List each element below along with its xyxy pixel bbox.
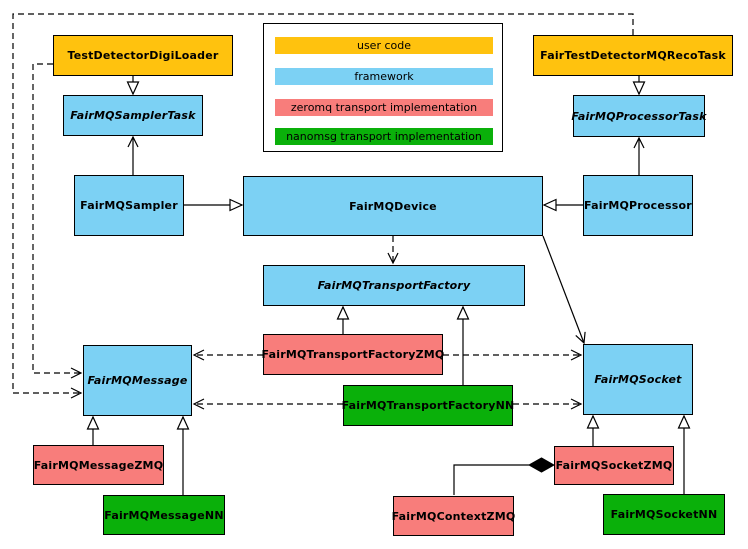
class-fairmqprocessortask: FairMQProcessorTask	[571, 95, 706, 137]
legend-item-nanomsg: nanomsg transport implementation	[275, 128, 493, 145]
class-fairmqprocessor: FairMQProcessor	[583, 175, 693, 236]
edge-comp-socketzmq-contextzmq	[453, 457, 556, 495]
class-fairmqdevice: FairMQDevice	[243, 176, 543, 236]
class-fairmqcontextzmq: FairMQContextZMQ	[392, 496, 515, 536]
composition-diamond	[527, 457, 556, 473]
edge-assoc-device-socket	[542, 235, 586, 345]
class-testdetectordigiloader: TestDetectorDigiLoader	[53, 35, 233, 76]
class-fairmqmessage: FairMQMessage	[83, 345, 192, 416]
edge-dep-recotask-message	[12, 13, 634, 399]
legend-box: user code framework zeromq transport imp…	[263, 23, 503, 152]
class-fairmqtransportfactoryzmq: FairMQTransportFactoryZMQ	[262, 334, 444, 375]
class-fairmqmessagenn: FairMQMessageNN	[103, 495, 225, 535]
legend-item-user-code: user code	[275, 37, 493, 54]
class-fairmqtransportfactory: FairMQTransportFactory	[263, 265, 525, 306]
class-fairmqsampler: FairMQSampler	[74, 175, 184, 236]
class-fairmqmessagezmq: FairMQMessageZMQ	[33, 445, 164, 485]
edge-dep-digiloader-message	[32, 63, 83, 379]
legend-item-zeromq: zeromq transport implementation	[275, 99, 493, 116]
class-fairmqsocket: FairMQSocket	[583, 344, 693, 415]
class-fairmqtransportfactorynn: FairMQTransportFactoryNN	[342, 385, 514, 426]
class-fairmqsocketnn: FairMQSocketNN	[603, 494, 725, 535]
legend-item-framework: framework	[275, 68, 493, 85]
class-fairmqsamplertask: FairMQSamplerTask	[63, 95, 203, 136]
class-fairtestdetectormqrecotask: FairTestDetectorMQRecoTask	[533, 35, 733, 76]
class-fairmqsocketzmq: FairMQSocketZMQ	[554, 446, 674, 485]
